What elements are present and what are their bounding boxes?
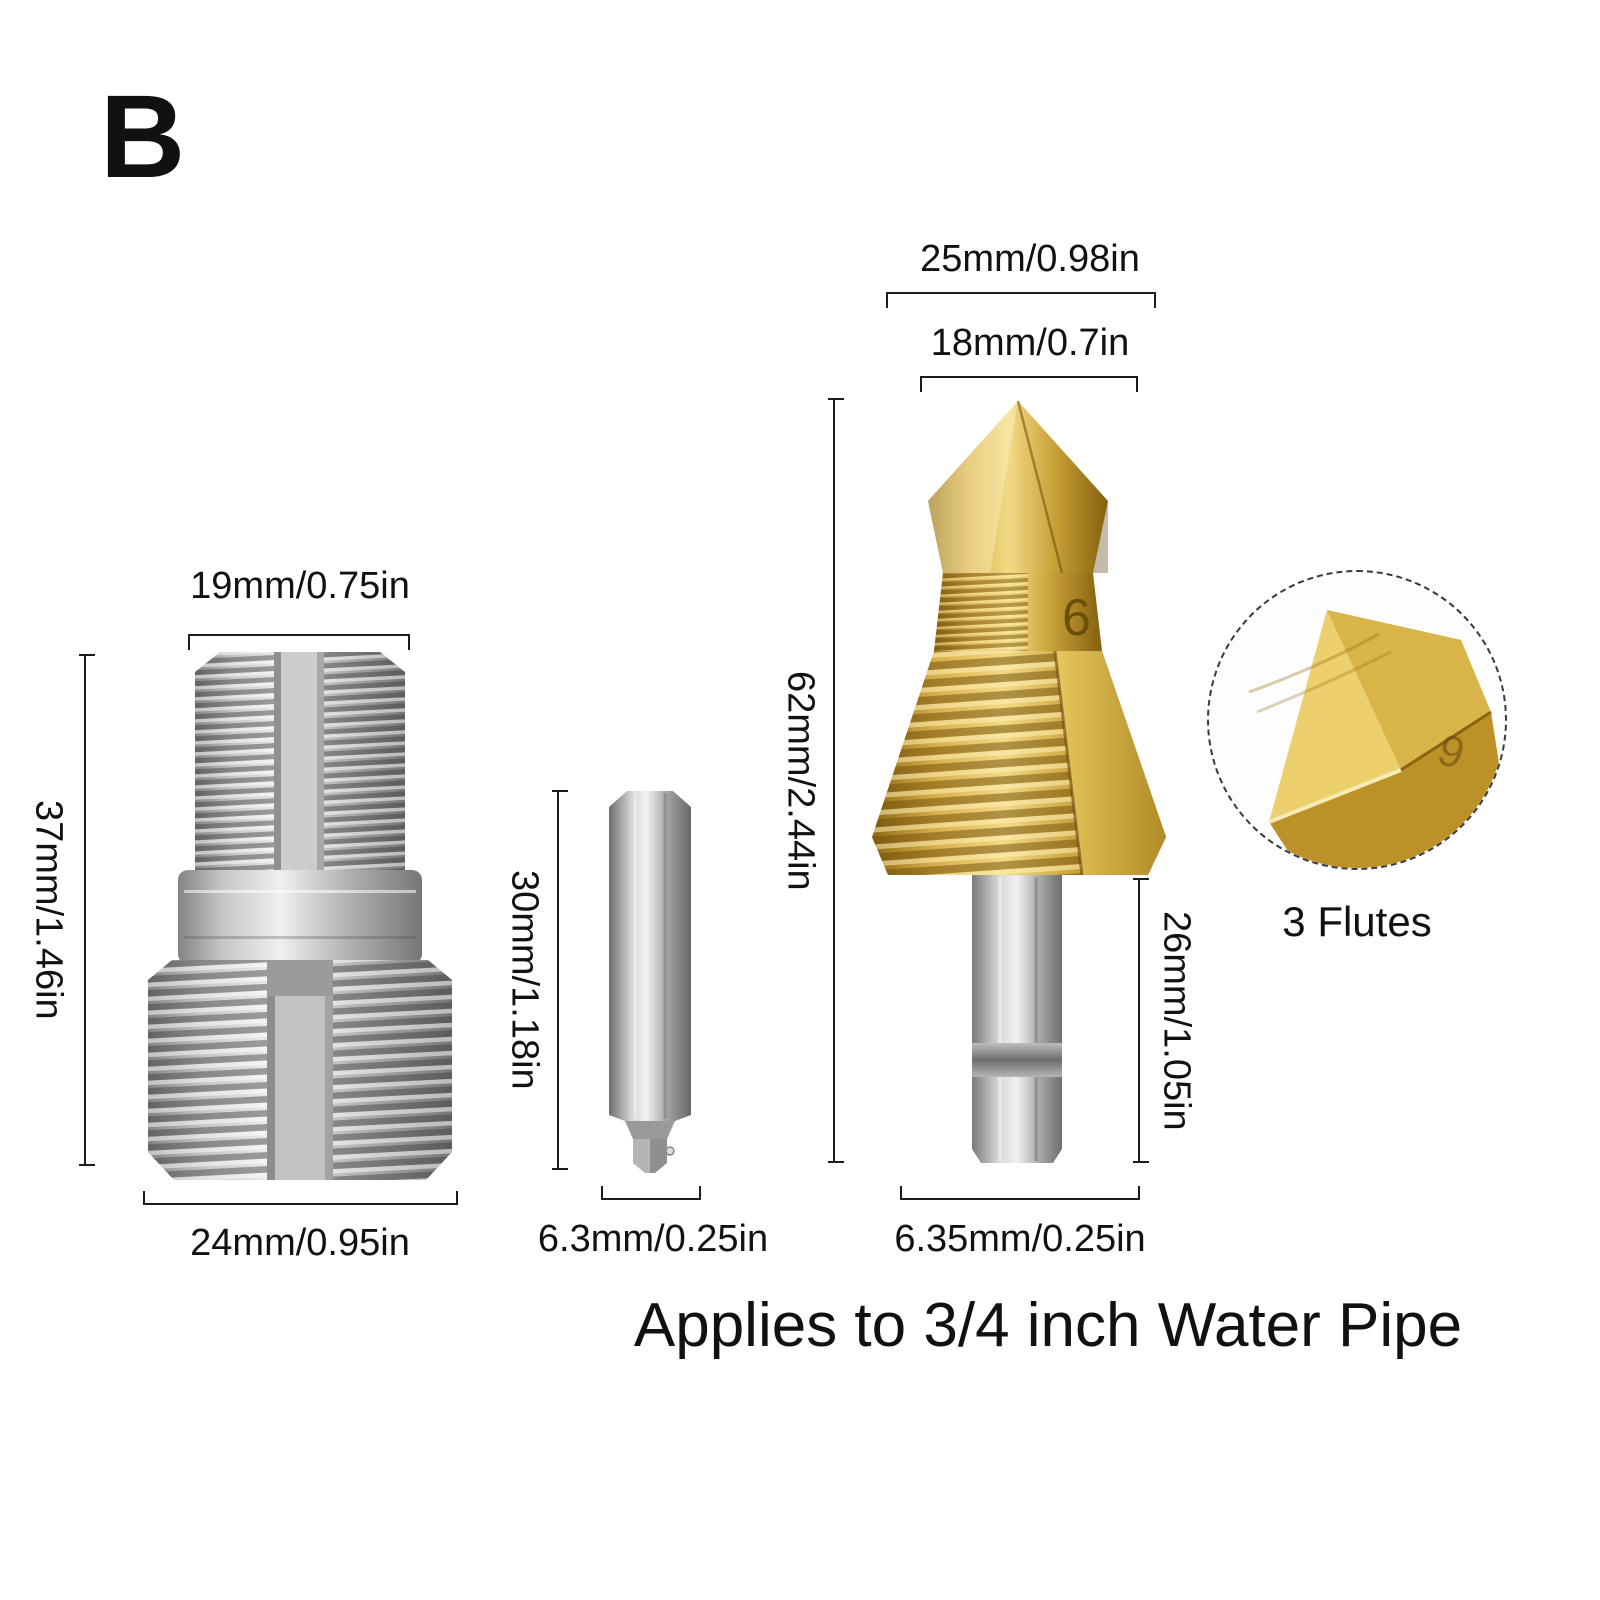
tap-tool-illustration xyxy=(148,652,452,1180)
tap-top-width-label: 19mm/0.75in xyxy=(190,565,410,607)
application-caption: Applies to 3/4 inch Water Pipe xyxy=(633,1291,1463,1360)
drill-shank-length-dim-line xyxy=(1133,878,1149,1163)
bit-width-label: 6.3mm/0.25in xyxy=(537,1218,769,1260)
drill-inner-diameter-label: 18mm/0.7in xyxy=(930,322,1130,364)
drill-inner-diameter-dim-line xyxy=(920,376,1138,392)
tap-height-label: 37mm/1.46in xyxy=(27,800,70,1020)
tap-top-width-dim-line xyxy=(188,634,410,650)
drill-shank-diameter-dim-line xyxy=(900,1186,1140,1200)
step-drill-illustration: 6 xyxy=(872,400,1166,1163)
flutes-inset-circle: 9 xyxy=(1207,570,1507,870)
tap-bottom-width-dim-line xyxy=(143,1191,458,1205)
flutes-closeup-illustration: 9 xyxy=(1248,610,1505,868)
drill-outer-diameter-dim-line xyxy=(886,292,1156,308)
bit-length-label: 30mm/1.18in xyxy=(503,870,546,1090)
drill-length-dim-line xyxy=(828,398,844,1163)
drill-outer-diameter-label: 25mm/0.98in xyxy=(920,238,1140,280)
variant-label: B xyxy=(100,71,186,203)
tap-height-dim-line xyxy=(79,654,95,1166)
flutes-count-label: 3 Flutes xyxy=(1282,898,1432,945)
drill-size-marking: 6 xyxy=(1062,589,1091,647)
hex-bit-illustration xyxy=(609,791,691,1173)
bit-length-dim-line xyxy=(552,790,568,1170)
drill-shank-diameter-label: 6.35mm/0.25in xyxy=(894,1218,1146,1260)
drill-length-label: 62mm/2.44in xyxy=(779,670,822,891)
drill-shank-length-label: 26mm/1.05in xyxy=(1155,910,1198,1131)
bit-width-dim-line xyxy=(601,1186,701,1200)
tap-bottom-width-label: 24mm/0.95in xyxy=(190,1222,410,1264)
